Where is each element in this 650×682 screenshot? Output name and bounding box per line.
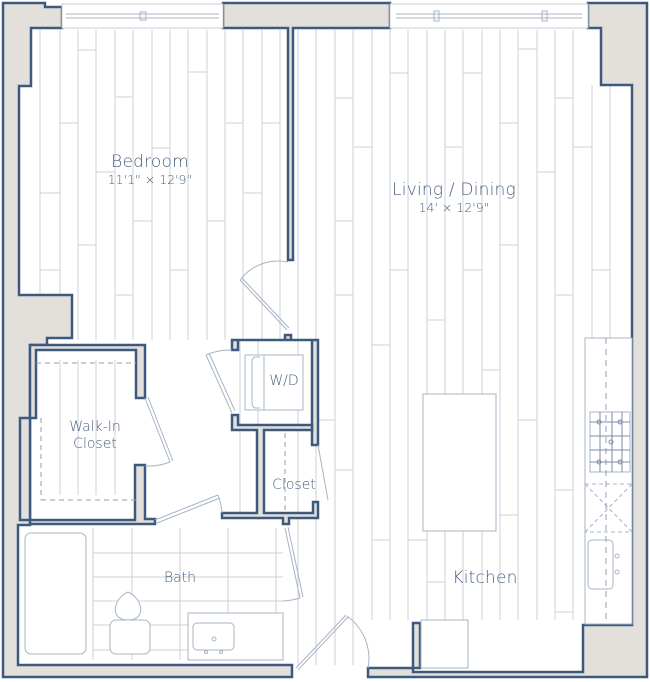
dishwasher-icon [584, 483, 633, 533]
room-bath: Bath [150, 570, 210, 587]
cooktop-burners [590, 412, 630, 472]
room-living-dining: Living / Dining 14' × 12'9" [364, 180, 544, 215]
windows [61, 3, 589, 29]
room-dimensions: 11'1" × 12'9" [107, 172, 193, 187]
kitchen-sink-icon [587, 539, 614, 590]
bath-sink-icon [192, 622, 235, 651]
washer-dryer-icon [244, 354, 304, 411]
room-walk-in-closet: Walk-In Closet [55, 419, 135, 453]
room-dimensions: 14' × 12'9" [418, 200, 490, 215]
refrigerator-icon [420, 619, 469, 669]
toilet-icon [114, 591, 142, 621]
kitchen-fixtures [420, 337, 633, 669]
room-bedroom: Bedroom 11'1" × 12'9" [60, 152, 240, 187]
room-name: Closet [272, 477, 316, 493]
bath-fixtures [24, 532, 284, 661]
room-name: W/D [269, 373, 299, 389]
kitchen-island [422, 393, 497, 532]
cooktop-icon [589, 411, 631, 473]
room-name-line2: Closet [73, 436, 117, 452]
room-closet: Closet [266, 477, 322, 494]
room-name: Kitchen [452, 568, 518, 588]
closet-rods [36, 362, 286, 513]
room-name: Living / Dining [392, 180, 516, 200]
room-wd: W/D [264, 373, 304, 390]
bathtub-icon [24, 532, 87, 655]
room-name: Bath [163, 570, 197, 586]
doors [144, 260, 370, 671]
room-name: Bedroom [111, 152, 189, 172]
room-kitchen: Kitchen [440, 568, 530, 588]
room-name-line1: Walk-In [69, 419, 121, 435]
